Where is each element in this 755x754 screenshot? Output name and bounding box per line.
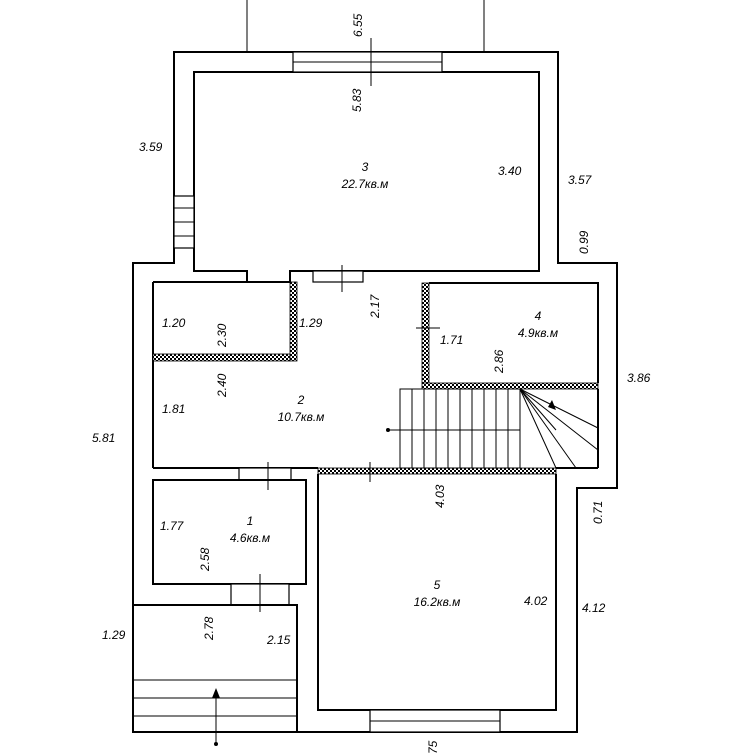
room-5-number: 5 [434,578,441,592]
room-4-area: 4.9кв.м [518,326,558,340]
door-hall-room1 [238,467,292,481]
partition-hatched-room5-top [317,467,557,475]
room-1-number: 1 [247,514,254,528]
dim-right-mid: 3.86 [627,371,651,385]
dim-right-upper: 3.57 [568,173,593,187]
dim-porch-h: 2.78 [202,616,216,641]
dim-room5-w: 4.02 [524,594,548,608]
room-5-outline [317,474,557,711]
partition-hatched-room4-left [421,282,430,384]
room-4-outline [429,282,599,383]
room-1-outline [152,479,307,585]
dim-room1-h: 2.58 [198,547,212,572]
dim-room3-width: 3.40 [498,164,522,178]
dim-center-h: 2.17 [368,293,382,319]
room-5-area: 16.2кв.м [414,595,461,609]
partition-hatched-vertical [289,281,298,362]
dim-right-lower: 4.12 [582,601,606,615]
dim-hall-w: 1.81 [162,402,185,416]
dim-corridor-upper: 1.20 [162,316,186,330]
dim-left-upper: 3.59 [139,140,163,154]
dim-porch-w: 2.15 [266,633,291,647]
dim-room3-height: 5.83 [350,88,364,112]
dim-room1-w: 1.77 [160,519,185,533]
outer-wall [132,51,618,733]
room-3-area: 22.7кв.м [341,177,389,191]
room-2-number: 2 [297,393,305,407]
dim-top: 6.55 [351,13,365,37]
room-2-area: 10.7кв.м [278,410,325,424]
dim-bottom-partial: 75 [426,740,440,754]
dim-room5-top: 4.03 [433,484,447,508]
dim-right-step: 0.99 [577,230,591,254]
dim-room4-door: 1.71 [440,333,463,347]
room-3-number: 3 [362,160,369,174]
porch-outline [133,604,298,732]
room-4-number: 4 [535,309,542,323]
dim-corridor-h: 2.30 [215,323,229,348]
dim-hall-h: 2.40 [215,373,229,398]
staircase [386,388,599,469]
room-1-area: 4.6кв.м [230,531,270,545]
partition-hatched-left [152,353,291,362]
dim-left-total: 5.81 [92,431,115,445]
dim-right-step2: 0.71 [591,501,605,524]
dim-porch-left: 1.29 [102,628,126,642]
dim-room4-h: 2.86 [492,349,506,374]
partition-hatched-room4-bottom [421,382,599,390]
door-3-2 [312,270,364,283]
dim-center-left: 1.29 [299,316,323,330]
